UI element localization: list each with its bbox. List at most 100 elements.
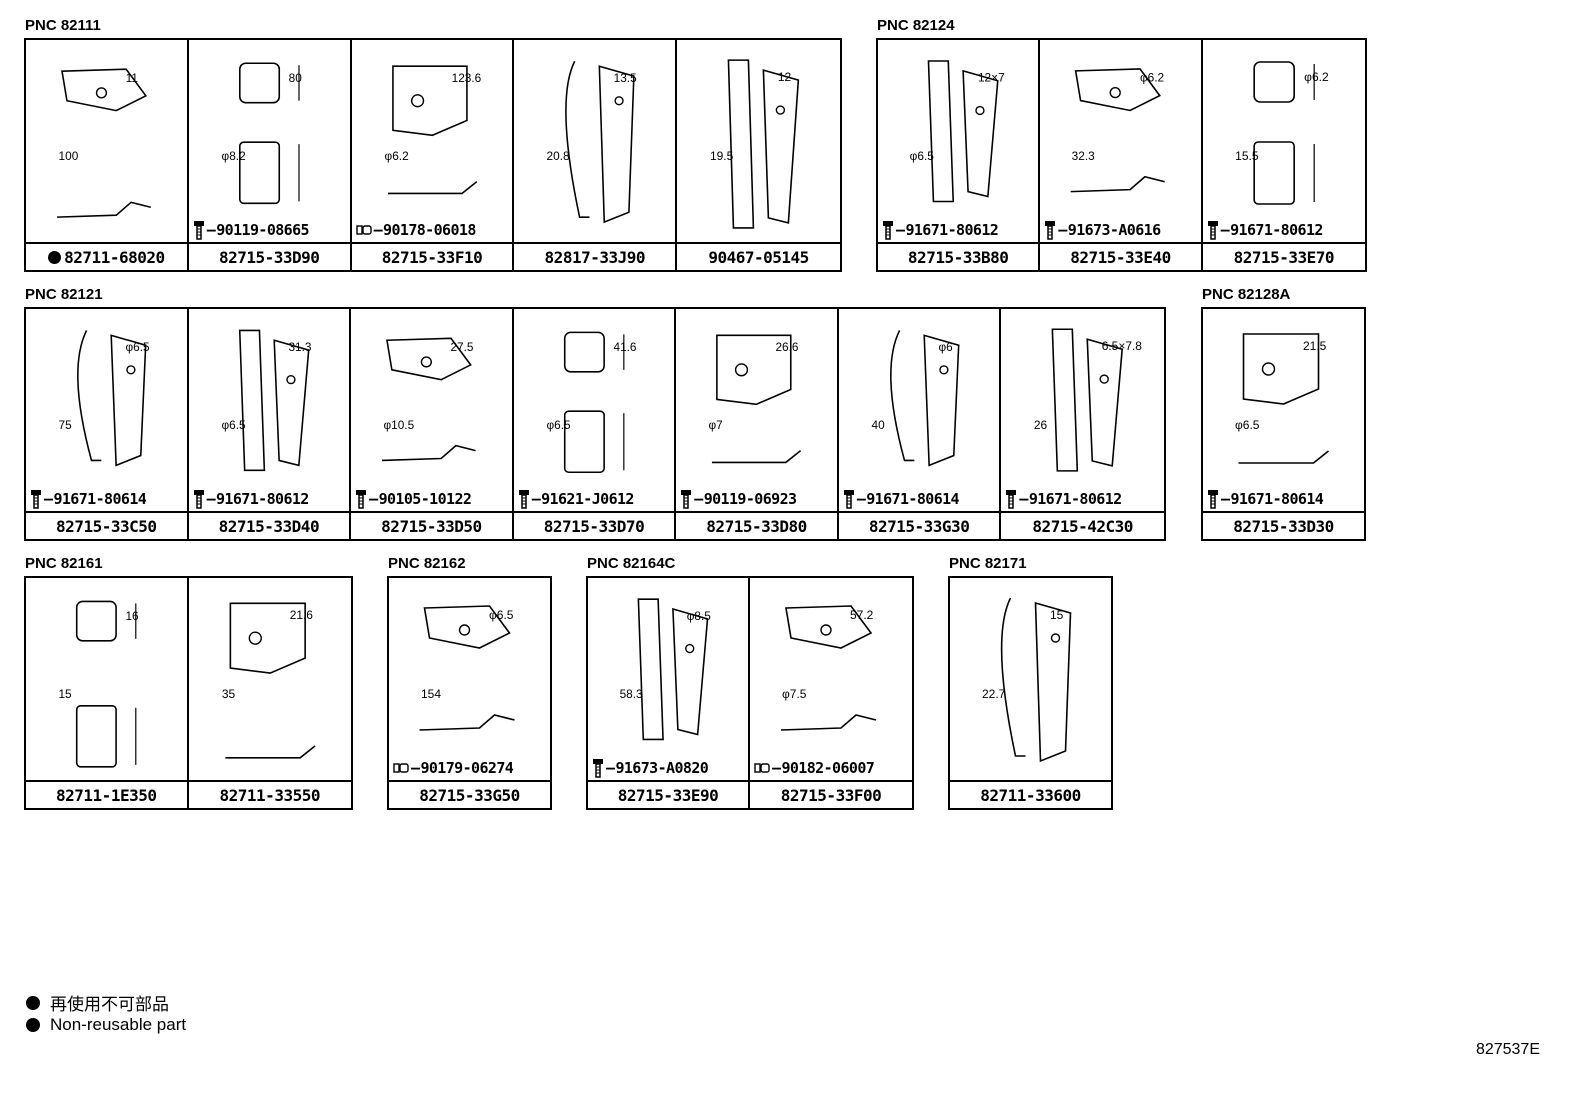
bolt-icon: [593, 759, 603, 778]
part-illustration: 12×7 φ6.5: [910, 60, 1005, 203]
dimension-label: φ6.2: [1304, 70, 1329, 84]
dimension-label: 57.2: [850, 608, 874, 622]
dimension-label: 58.3: [620, 687, 643, 701]
fastener-part-number: —91673-A0616: [1044, 218, 1198, 242]
part-number: 82715-33G50: [389, 780, 550, 808]
fastener-part-number: —91671-80612: [193, 487, 348, 511]
pnc-label: PNC 82111: [25, 17, 101, 34]
part-illustration: 6.5×7.826: [1034, 328, 1143, 472]
dimension-label: 31.3: [288, 340, 311, 354]
dimension-label: 11: [126, 71, 138, 85]
fastener-number: 91673-A0616: [1067, 221, 1161, 239]
fastener-part-number: —91621-J0612: [518, 487, 673, 511]
pnc-label: PNC 82124: [877, 17, 955, 34]
dimension-label: 100: [59, 149, 79, 163]
part-illustration: φ6.232.3: [1070, 68, 1166, 193]
dimension-label: φ6.5: [546, 418, 571, 432]
dimension-label: 12×7: [978, 71, 1005, 85]
pnc-label: PNC 82161: [25, 555, 103, 572]
legend-english: Non-reusable part: [26, 1015, 186, 1035]
part-illustration: 21.635: [221, 602, 316, 759]
dimension-label: 16: [125, 609, 139, 623]
dimension-label: φ8.5: [687, 609, 712, 623]
part-illustration: 31.3 φ6.5: [221, 329, 311, 472]
dimension-label: 21.5: [1303, 339, 1327, 353]
part-number: 82715-33D90: [188, 242, 350, 270]
dimension-label: 41.6: [613, 340, 636, 354]
part-number: 82715-33D50: [351, 511, 512, 539]
part-number: 82715-33C50: [26, 511, 187, 539]
nut-icon: [355, 225, 372, 235]
part-illustration: 21.5 φ6.5: [1235, 333, 1329, 464]
part-number: 82715-33E90: [588, 780, 748, 808]
part-number: 82817-33J90: [514, 242, 676, 270]
dimension-label: φ6: [938, 340, 953, 354]
dimension-label: 75: [59, 418, 73, 432]
fastener-part-number: —90182-06007: [754, 756, 910, 780]
dimension-label: φ6.5: [910, 149, 935, 163]
dimension-label: 26.6: [776, 340, 799, 354]
fastener-number: 90105-10122: [378, 490, 472, 508]
part-number: 82711-68020: [26, 242, 187, 270]
legend-japanese: 再使用不可部品: [26, 990, 169, 1015]
pnc-label: PNC 82128A: [1202, 286, 1291, 303]
dimension-label: φ6.5: [221, 418, 246, 432]
part-number: 82715-33G30: [838, 511, 1000, 539]
nonreusable-dot-icon: [26, 995, 40, 1010]
fastener-number: 91671-80612: [905, 221, 999, 239]
bolt-icon: [1208, 490, 1218, 509]
dimension-label: φ6.2: [1140, 71, 1164, 85]
dimension-label: 21.6: [289, 608, 313, 622]
dimension-label: φ7: [709, 418, 723, 432]
part-number: 82715-33E40: [1040, 242, 1201, 270]
part-number: 82715-33D40: [188, 511, 350, 539]
dimension-label: 15: [58, 687, 72, 701]
part-illustration: φ6.215.5: [1235, 61, 1329, 205]
dimension-label: φ6.5: [489, 608, 514, 622]
dimension-label: φ6.5: [1235, 418, 1260, 432]
dimension-label: 80: [288, 71, 302, 85]
bolt-icon: [193, 490, 204, 509]
dimension-label: 22.7: [982, 687, 1006, 701]
fastener-number: 90178-06018: [383, 221, 476, 239]
fastener-number: 91671-80612: [1028, 490, 1122, 508]
fastener-part-number: —91671-80614: [1207, 487, 1362, 511]
bolt-icon: [843, 490, 854, 509]
bolt-icon: [356, 490, 367, 509]
dimension-label: 19.5: [710, 149, 734, 163]
fastener-part-number: —90178-06018: [355, 218, 511, 242]
part-number: 82711-33600: [950, 780, 1111, 808]
dimension-label: 13.5: [614, 71, 637, 85]
dimension-label: φ8.2: [221, 149, 245, 163]
pnc-label: PNC 82121: [25, 286, 103, 303]
part-number: 82715-42C30: [1001, 511, 1164, 539]
fastener-part-number: —91673-A0820: [592, 756, 746, 780]
fastener-part-number: —91671-80614: [30, 487, 185, 511]
part-number: 82711-1E350: [26, 780, 187, 808]
fastener-number: 91671-80614: [53, 490, 147, 508]
nut-icon: [393, 763, 409, 773]
fastener-part-number: —90119-06923: [680, 487, 835, 511]
dimension-label: 27.5: [451, 340, 474, 354]
part-illustration: φ6.575: [59, 330, 150, 467]
bolt-icon: [193, 221, 204, 240]
